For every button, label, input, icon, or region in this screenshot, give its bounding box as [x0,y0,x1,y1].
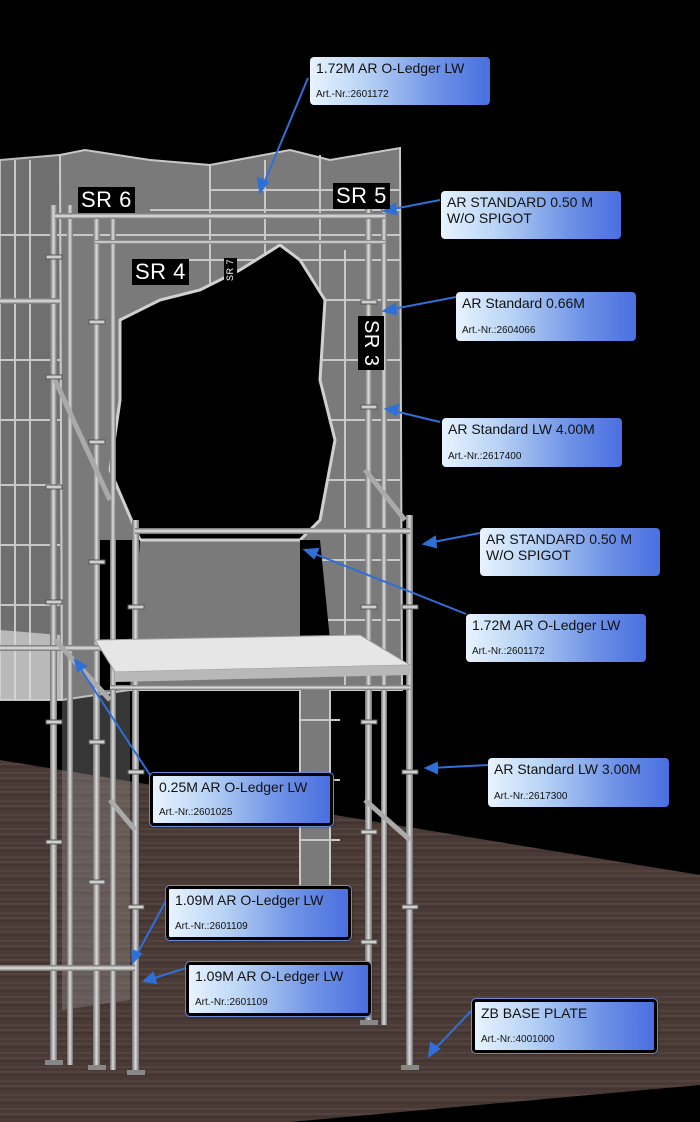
callout-standard-lw-400[interactable]: AR Standard LW 4.00M Art.-Nr.:2617400 [442,418,622,467]
callout-article-number: Art.-Nr.:2617400 [448,451,522,462]
callout-standard-050-top[interactable]: AR STANDARD 0.50 M W/O SPIGOT [441,191,621,239]
callout-name: AR STANDARD 0.50 M W/O SPIGOT [447,194,593,226]
callout-name: 0.25M AR O-Ledger LW [159,779,308,795]
callout-article-number: Art.-Nr.:2601109 [175,921,248,932]
callout-ledger-172-mid[interactable]: 1.72M AR O-Ledger LW Art.-Nr.:2601172 [466,614,646,662]
callout-article-number: Art.-Nr.:4001000 [481,1034,555,1045]
callout-name: ZB BASE PLATE [481,1005,588,1021]
callout-ledger-172-top[interactable]: 1.72M AR O-Ledger LW Art.-Nr.:2601172 [310,57,490,105]
callout-name: 1.09M AR O-Ledger LW [175,892,324,908]
callout-ledger-109-upper[interactable]: 1.09M AR O-Ledger LW Art.-Nr.:2601109 [165,885,352,941]
callout-ledger-025[interactable]: 0.25M AR O-Ledger LW Art.-Nr.:2601025 [149,772,334,827]
wall-sign-sr4: SR 4 [132,259,189,285]
callout-name: 1.72M AR O-Ledger LW [472,617,621,633]
base-plates [45,1020,419,1075]
callout-name: 1.72M AR O-Ledger LW [316,60,465,76]
wall-sign-sr6: SR 6 [78,187,135,213]
callout-article-number: Art.-Nr.:2601172 [316,89,389,100]
callout-ledger-109-lower[interactable]: 1.09M AR O-Ledger LW Art.-Nr.:2601109 [185,961,372,1017]
callout-article-number: Art.-Nr.:2601025 [159,807,233,818]
leader-arrows [73,77,489,1059]
wall-sign-sr5: SR 5 [333,183,390,209]
wall-sign-sr3: SR 3 [358,316,384,371]
callout-base-plate[interactable]: ZB BASE PLATE Art.-Nr.:4001000 [471,998,658,1054]
callout-article-number: Art.-Nr.:2617300 [494,791,568,802]
wall-sign-sr7: SR 7 [224,258,237,283]
callout-standard-066[interactable]: AR Standard 0.66M Art.-Nr.:2604066 [456,292,636,341]
callout-name: 1.09M AR O-Ledger LW [195,968,344,984]
callout-name: AR STANDARD 0.50 M W/O SPIGOT [486,531,632,563]
callout-standard-050-mid[interactable]: AR STANDARD 0.50 M W/O SPIGOT [480,528,660,576]
callout-article-number: Art.-Nr.:2604066 [462,325,536,336]
wall-opening [108,243,337,542]
callout-article-number: Art.-Nr.:2601172 [472,646,545,657]
callout-name: AR Standard 0.66M [462,295,585,311]
braces [52,378,412,842]
callout-article-number: Art.-Nr.:2601109 [195,997,268,1008]
callout-name: AR Standard LW 4.00M [448,421,595,437]
callout-standard-lw-300[interactable]: AR Standard LW 3.00M Art.-Nr.:2617300 [488,758,669,807]
callout-name: AR Standard LW 3.00M [494,761,641,777]
rosettes [45,254,419,945]
